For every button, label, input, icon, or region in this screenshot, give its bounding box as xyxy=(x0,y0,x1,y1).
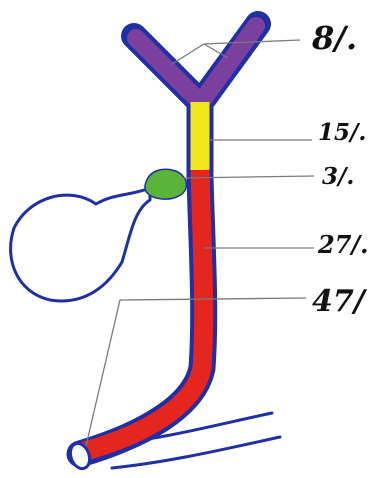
gallbladder xyxy=(11,188,150,301)
left-hepatic-duct xyxy=(136,38,196,98)
hepatic-ducts-percent-label: 8/. xyxy=(312,22,357,54)
common-bile-duct xyxy=(82,170,204,452)
upper-cbd-percent-label: 27/. xyxy=(318,233,369,257)
cystic-duct-junction xyxy=(145,169,186,199)
cystic-junction-percent-label: 3/. xyxy=(322,165,354,188)
distal-cbd-percent-label: 47/ xyxy=(312,287,365,317)
right-hepatic-duct xyxy=(204,26,256,98)
common-hepatic-duct-percent-label: 15/. xyxy=(318,121,366,144)
